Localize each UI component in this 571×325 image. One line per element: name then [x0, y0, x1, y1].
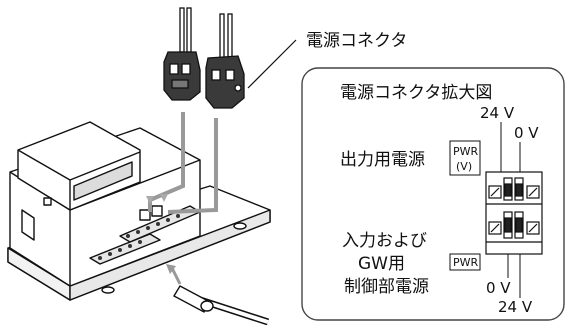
output-power-label: 出力用電源 [340, 150, 425, 170]
input-label-line2: GW用 [358, 254, 405, 274]
terminal-block [485, 171, 543, 255]
top-voltage-0: 0 V [514, 124, 539, 142]
pwr-v-line1: PWR [453, 145, 479, 158]
pwr-badge-text: PWR [453, 256, 479, 269]
bottom-voltage-24: 24 V [498, 298, 533, 316]
pwr-badge [449, 253, 481, 271]
cable [166, 264, 270, 325]
power-connectors [163, 7, 245, 109]
callout-leader [247, 39, 297, 89]
top-voltage-24: 24 V [480, 104, 515, 122]
pwr-v-line2: (V) [456, 160, 472, 173]
insert-arrows [146, 194, 168, 204]
bottom-voltage-0: 0 V [486, 279, 511, 297]
pwr-v-badge [449, 140, 481, 176]
input-label-line1: 入力および [342, 231, 427, 251]
zoom-panel-title: 電源コネクタ拡大図 [340, 83, 492, 103]
device-illustration [7, 121, 271, 301]
guide-lines [148, 112, 218, 214]
callout-label: 電源コネクタ [306, 31, 407, 51]
input-label-line3: 制御部電源 [344, 277, 429, 297]
zoom-panel [301, 67, 565, 321]
